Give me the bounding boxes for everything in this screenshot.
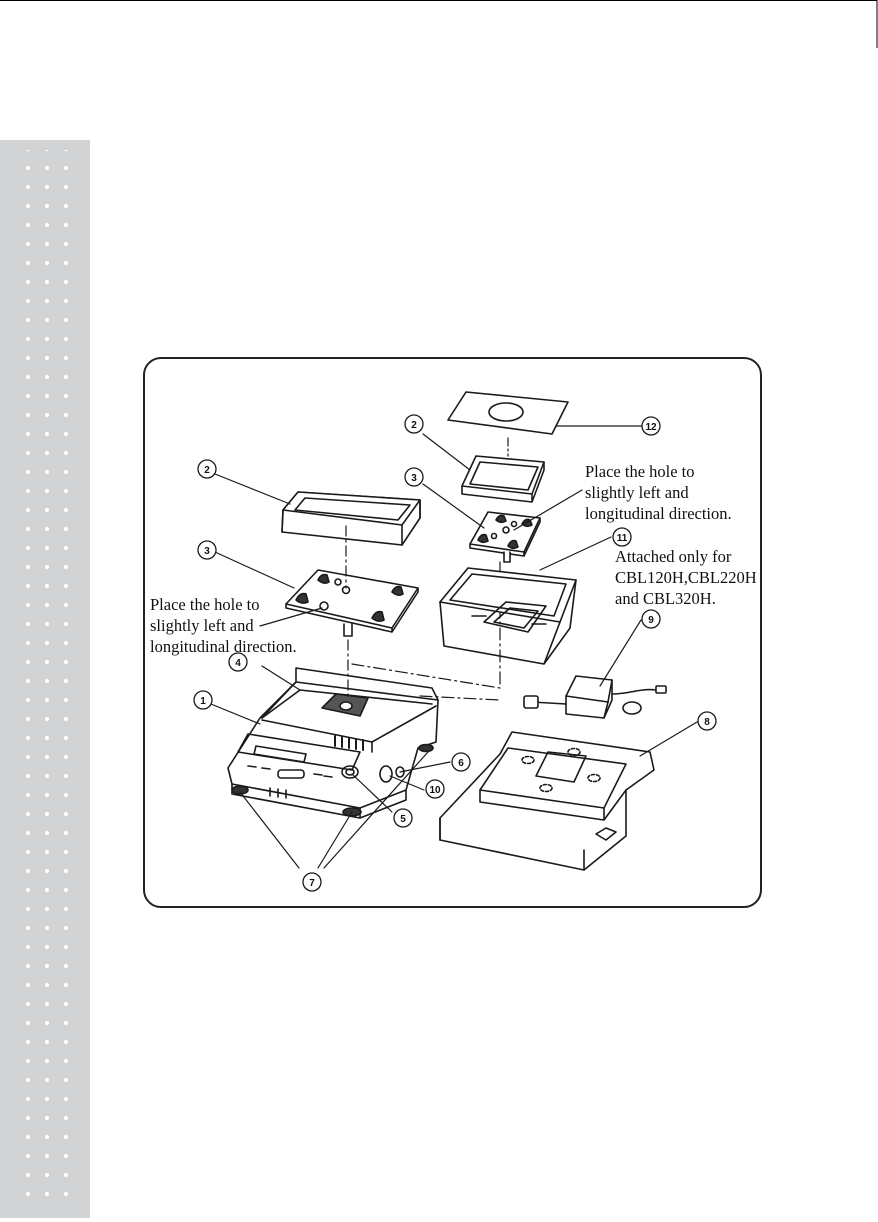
callout-11: 11 (617, 533, 628, 544)
balance-body-part-1 (228, 668, 438, 818)
callout-2-left: 2 (204, 465, 210, 476)
callout-3-right: 3 (411, 473, 417, 484)
callout-5: 5 (400, 814, 406, 825)
callout-2-right: 2 (411, 420, 417, 431)
ac-adapter-part-9 (524, 676, 666, 718)
balance-base-part-8 (440, 732, 654, 870)
frame-ring-part-2-right (462, 456, 544, 502)
callout-9: 9 (648, 615, 654, 626)
pan-support-part-3-left (286, 570, 418, 636)
callout-7: 7 (309, 878, 315, 889)
callout-10: 10 (429, 785, 441, 796)
pan-support-part-3-right (470, 512, 540, 562)
callout-6: 6 (458, 758, 464, 769)
note-left-hole: Place the hole to slightly left and long… (150, 594, 297, 657)
callout-1: 1 (200, 696, 206, 707)
note-attached-only: Attached only for CBL120H,CBL220H and CB… (615, 546, 757, 609)
callout-4: 4 (235, 658, 241, 669)
callout-3-left: 3 (204, 546, 210, 557)
callout-12: 12 (645, 422, 657, 433)
note-right-hole: Place the hole to slightly left and long… (585, 461, 732, 524)
draft-shield-part-11 (440, 568, 576, 664)
callout-8: 8 (704, 717, 710, 728)
frame-ring-part-2-left (282, 492, 420, 545)
paper-sheet-part-12 (448, 392, 568, 434)
